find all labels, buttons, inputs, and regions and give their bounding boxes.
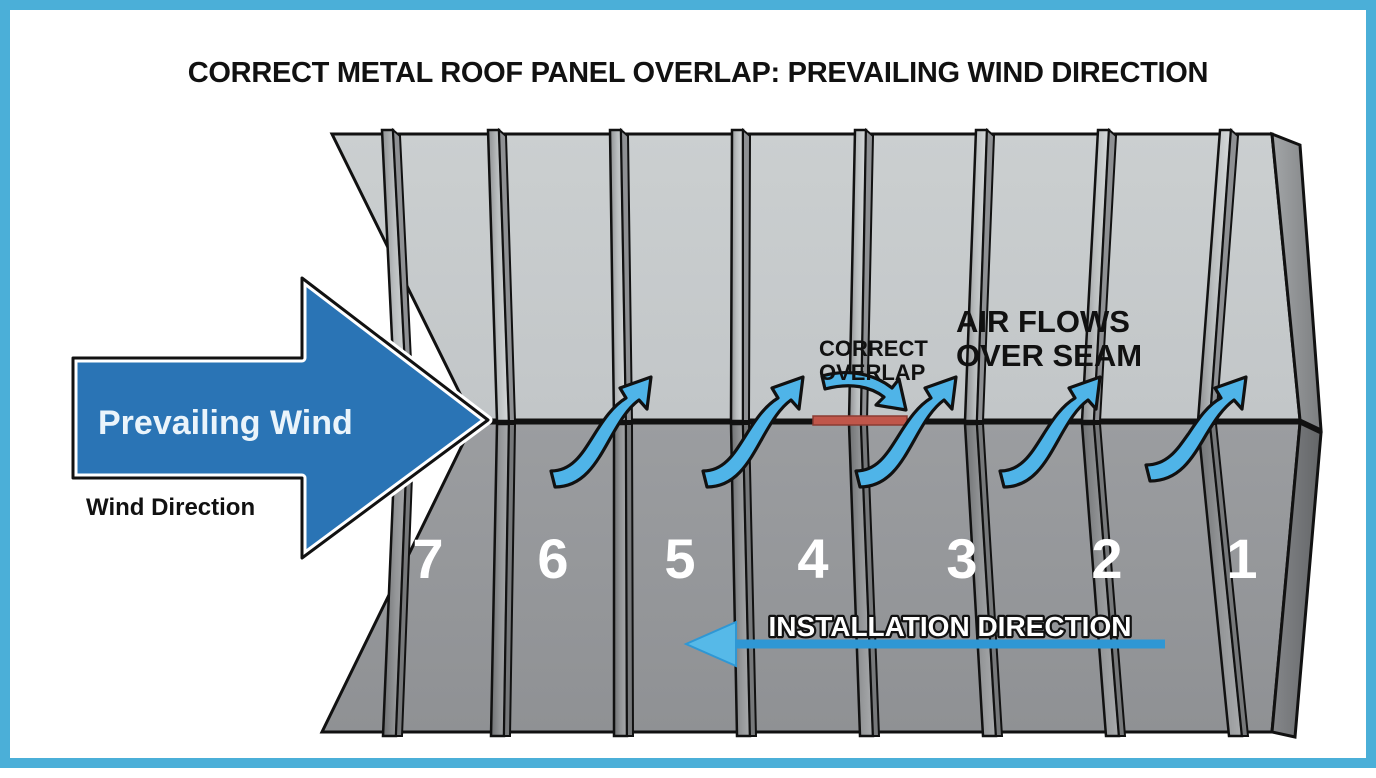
- wind-arrow-icon: [68, 273, 493, 563]
- curved-pointer-icon: [820, 371, 908, 412]
- correct-overlap-label: CORRECT OVERLAP: [819, 336, 928, 385]
- installation-direction-text: INSTALLATION DIRECTION: [769, 611, 1132, 642]
- air-flows-line1: AIR FLOWS: [956, 304, 1130, 339]
- panel-number: 6: [537, 527, 568, 590]
- airflow-arrow-icon: [854, 375, 958, 489]
- metal-roof-illustration: 7 6 5 4 3 2 1 CORRECT OVERLAP AIR FLOWS …: [68, 127, 1323, 739]
- correct-overlap-line1: CORRECT: [819, 336, 928, 361]
- roof-right-end-cap: [1270, 131, 1323, 739]
- airflow-arrow-icon: [549, 375, 653, 489]
- page-title: CORRECT METAL ROOF PANEL OVERLAP: PREVAI…: [187, 57, 1209, 89]
- panel-numbers: 7 6 5 4 3 2 1: [412, 527, 1257, 590]
- wind-direction-text: Wind Direction: [86, 494, 255, 521]
- airflow-arrows: [549, 375, 1248, 489]
- air-flows-line2: OVER SEAM: [956, 338, 1142, 373]
- correct-overlap-highlight: [812, 415, 908, 426]
- prevailing-wind-label: Prevailing Wind: [98, 404, 353, 442]
- airflow-arrow-icon: [998, 375, 1102, 489]
- panel-number: 4: [797, 527, 828, 590]
- panel-number: 5: [664, 527, 695, 590]
- roof-upper-surface: [329, 132, 1302, 422]
- left-arrow-icon: [683, 620, 1165, 668]
- panel-number: 7: [412, 527, 443, 590]
- prevailing-wind-text: Prevailing Wind: [98, 404, 353, 442]
- panel-number: 3: [946, 527, 977, 590]
- wind-direction-caption: Wind Direction: [86, 494, 255, 521]
- installation-direction-label: INSTALLATION DIRECTION: [766, 609, 1133, 645]
- airflow-arrow-icon: [1144, 375, 1248, 483]
- panel-number: 2: [1091, 527, 1122, 590]
- panel-number: 1: [1226, 527, 1257, 590]
- airflow-arrow-icon: [701, 375, 805, 489]
- correct-overlap-line2: OVERLAP: [819, 360, 925, 385]
- air-flows-over-seam-label: AIR FLOWS OVER SEAM: [956, 304, 1142, 373]
